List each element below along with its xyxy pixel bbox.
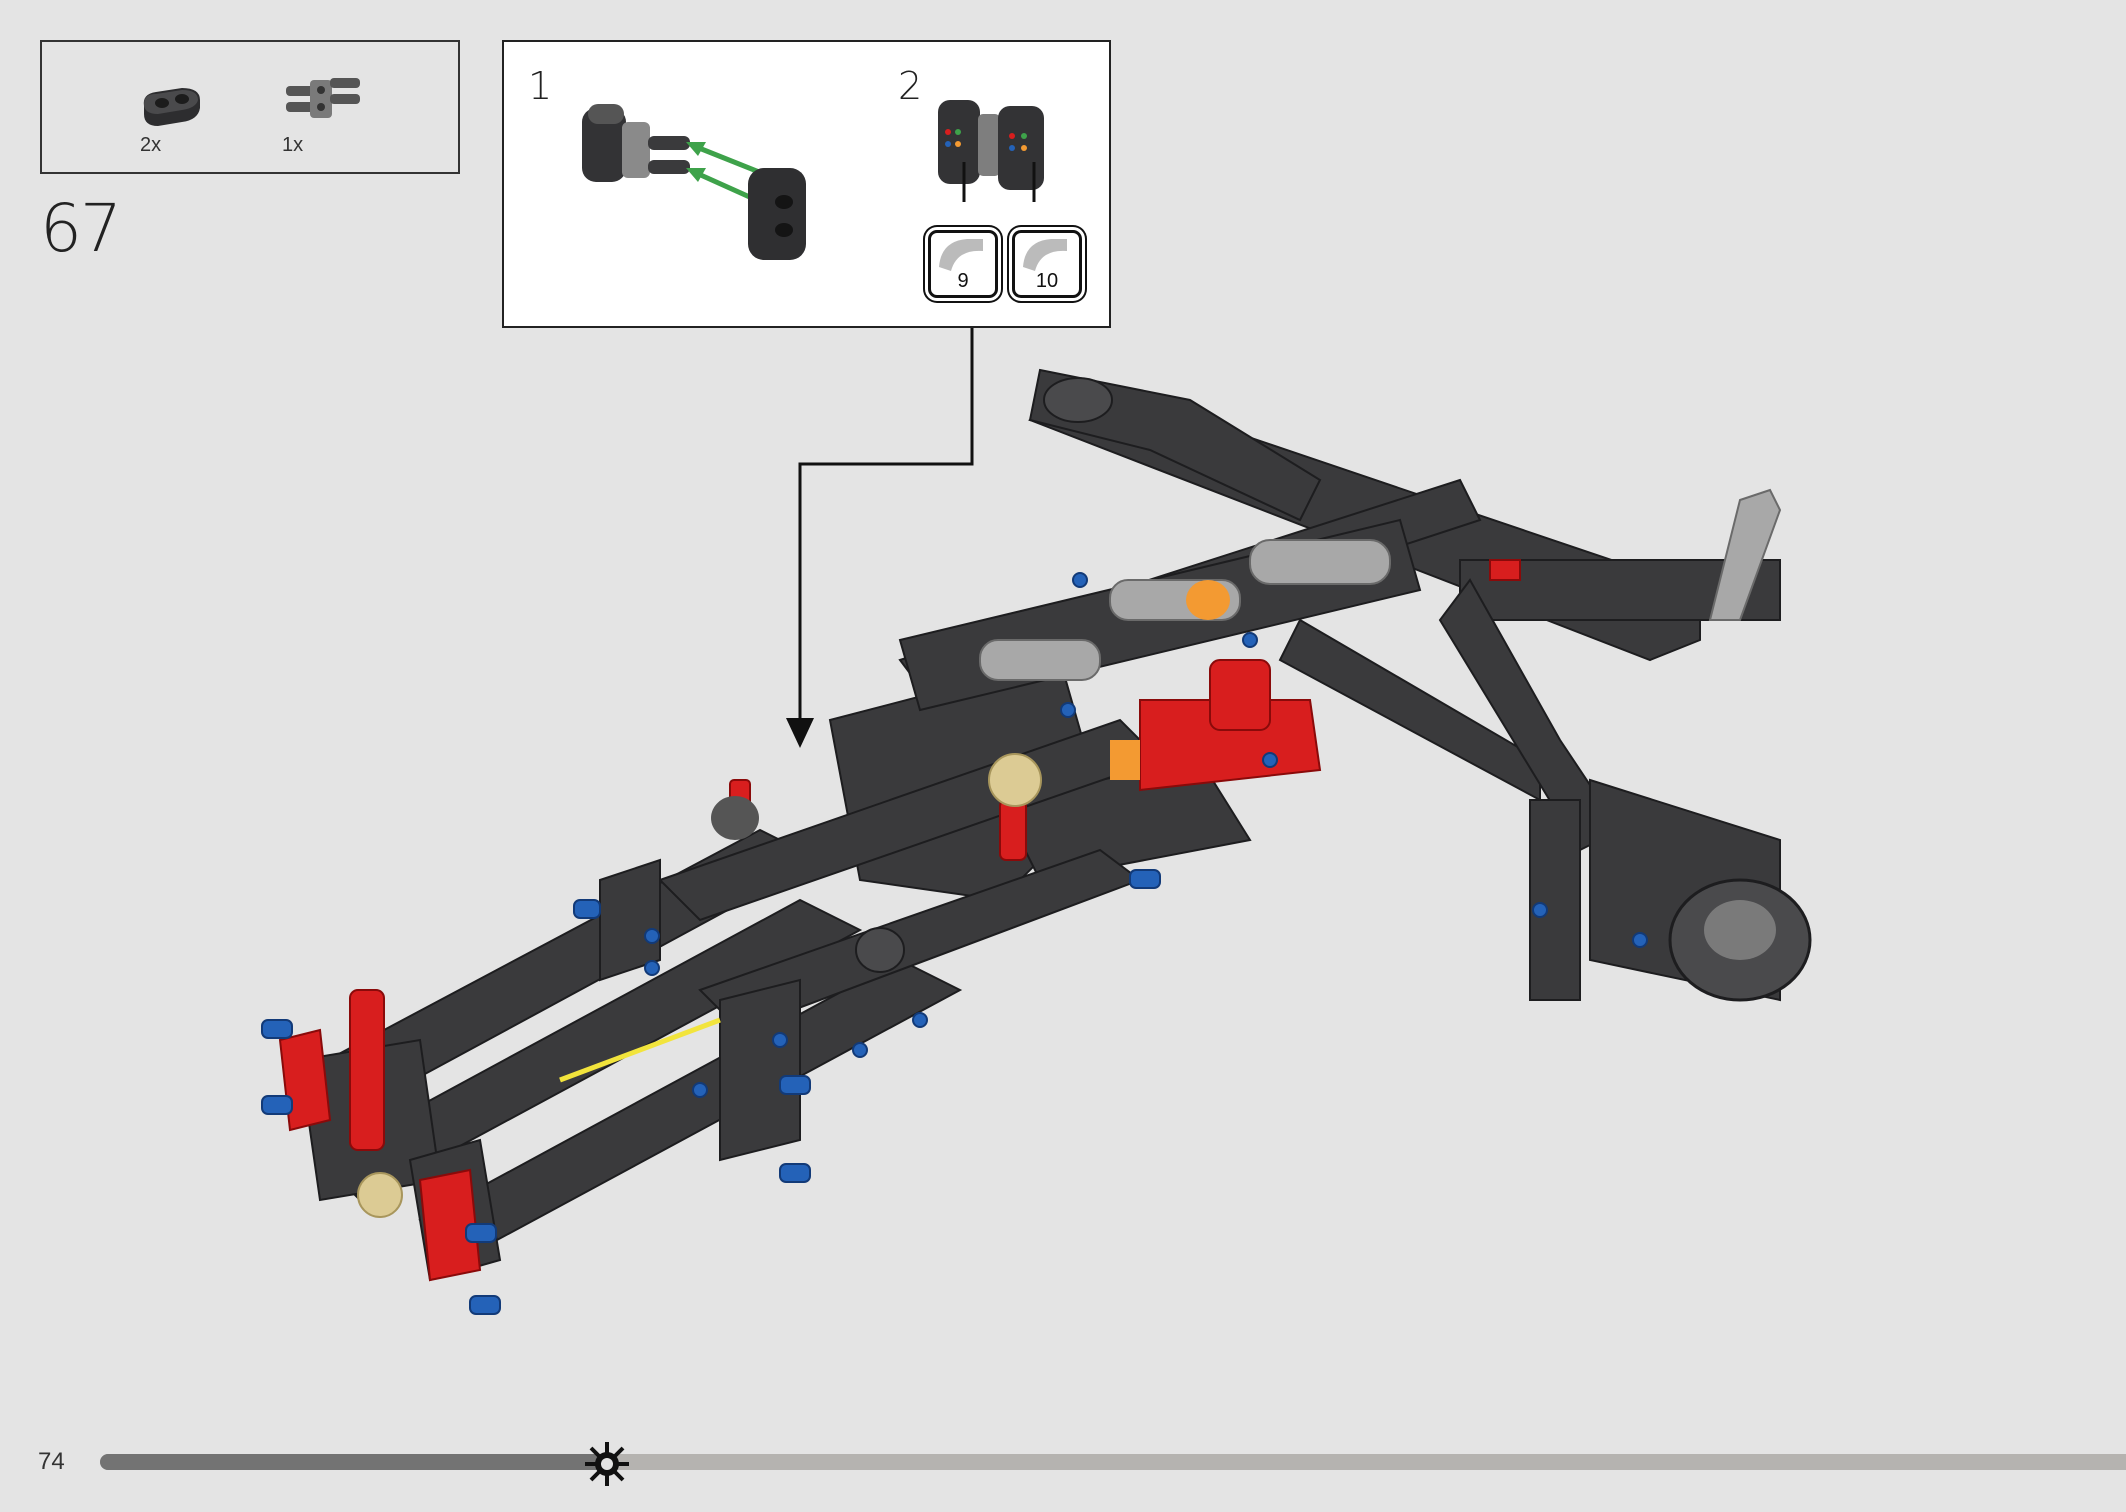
step-number: 67 <box>40 190 122 267</box>
page-number: 74 <box>38 1448 65 1475</box>
sticker-9-label: 9 <box>957 270 969 292</box>
substep-2-illustration <box>938 100 1044 202</box>
sticker-10-label: 10 <box>1035 270 1059 292</box>
substep-number-1: 1 <box>528 64 553 108</box>
connector-block-icon <box>143 88 200 126</box>
progress-gear-marker-icon <box>585 1442 629 1486</box>
sticker-10-icon: 10 <box>1012 230 1082 298</box>
sticker-9-icon: 9 <box>928 230 998 298</box>
sub-assembly-callout: 1 2 9 10 <box>502 40 1111 328</box>
parts-list-box: 2x 1x <box>40 40 460 174</box>
double-pin-connector-icon <box>286 78 360 118</box>
substep-number-2: 2 <box>898 64 923 108</box>
part-qty-2: 1x <box>282 134 304 156</box>
substep-1-illustration <box>582 104 806 260</box>
progress-bar-fill <box>100 1454 607 1470</box>
part-qty-1: 2x <box>140 134 162 156</box>
